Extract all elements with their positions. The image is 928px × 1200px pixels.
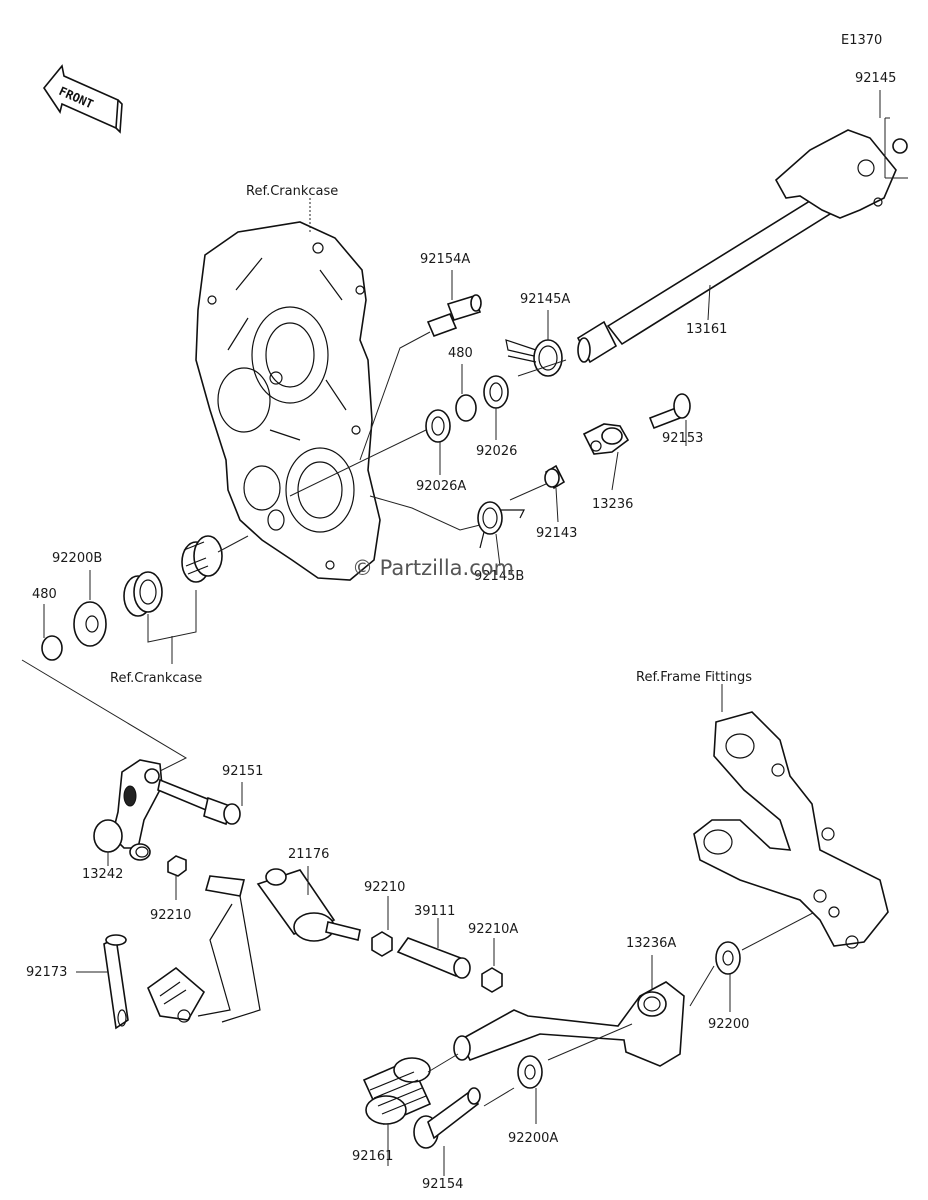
- part-92210A[interactable]: 92210A: [468, 922, 518, 937]
- diagram-id: E1370: [841, 33, 882, 48]
- part-92200B[interactable]: 92200B: [52, 551, 102, 566]
- part-21176[interactable]: 21176: [288, 847, 329, 862]
- part-92154[interactable]: 92154: [422, 1177, 463, 1192]
- part-92026A[interactable]: 92026A: [416, 479, 466, 494]
- spring-92145B: [477, 501, 525, 549]
- washer-92200: [715, 941, 741, 975]
- shift-shaft: [576, 129, 908, 364]
- part-92026[interactable]: 92026: [476, 444, 517, 459]
- part-480-top[interactable]: 480: [448, 346, 473, 361]
- washer-92026A: [425, 409, 451, 443]
- part-13161[interactable]: 13161: [686, 322, 727, 337]
- ref-crankcase-top: Ref.Crankcase: [246, 184, 338, 199]
- washer-92200B: [73, 601, 107, 647]
- part-92151[interactable]: 92151: [222, 764, 263, 779]
- part-92143[interactable]: 92143: [536, 526, 577, 541]
- watermark: © Partzilla.com: [352, 556, 514, 580]
- front-arrow-icon: FRONT: [43, 64, 123, 134]
- washer-92026: [483, 375, 509, 409]
- part-92200A[interactable]: 92200A: [508, 1131, 558, 1146]
- nut-92210A: [481, 967, 503, 993]
- part-92210-mid[interactable]: 92210: [364, 880, 405, 895]
- bolt-92154: [413, 1087, 481, 1149]
- part-92200[interactable]: 92200: [708, 1017, 749, 1032]
- shift-pedal-13236A: [453, 981, 685, 1067]
- shift-lever-13242: [93, 759, 163, 861]
- needle-bearing: [181, 535, 223, 583]
- lever-13236: [582, 423, 630, 455]
- gear-position-sensor-21176: [147, 868, 361, 1023]
- bolt-92154A: [426, 294, 482, 338]
- part-39111[interactable]: 39111: [414, 904, 455, 919]
- frame-fittings-bracket: [693, 711, 889, 949]
- washer-92200A: [517, 1055, 543, 1089]
- ref-frame-fittings: Ref.Frame Fittings: [636, 670, 752, 685]
- part-92153[interactable]: 92153: [662, 431, 703, 446]
- part-13242[interactable]: 13242: [82, 867, 123, 882]
- part-92173[interactable]: 92173: [26, 965, 67, 980]
- part-92154A[interactable]: 92154A: [420, 252, 470, 267]
- oil-seal: [123, 571, 163, 617]
- part-13236A[interactable]: 13236A: [626, 936, 676, 951]
- crankcase-illustration: [195, 221, 381, 581]
- bolt-92151: [157, 778, 241, 826]
- part-13236[interactable]: 13236: [592, 497, 633, 512]
- part-92161[interactable]: 92161: [352, 1149, 393, 1164]
- collar-92143: [544, 464, 566, 490]
- part-92145A[interactable]: 92145A: [520, 292, 570, 307]
- nut-92210-left: [167, 855, 187, 877]
- nut-92210-mid: [371, 931, 393, 957]
- ref-crankcase-bottom: Ref.Crankcase: [110, 671, 202, 686]
- pedal-rubber-92161: [362, 1057, 432, 1126]
- part-92210-left[interactable]: 92210: [150, 908, 191, 923]
- bolt-92153: [648, 393, 691, 430]
- part-92145B[interactable]: 92145B: [474, 569, 524, 584]
- circlip-480-left: [41, 635, 63, 661]
- tie-rod-39111: [396, 937, 471, 979]
- circlip-480-top: [455, 394, 477, 422]
- part-92145[interactable]: 92145: [855, 71, 896, 86]
- part-480-left[interactable]: 480: [32, 587, 57, 602]
- clamp-strap-92173: [103, 934, 129, 1030]
